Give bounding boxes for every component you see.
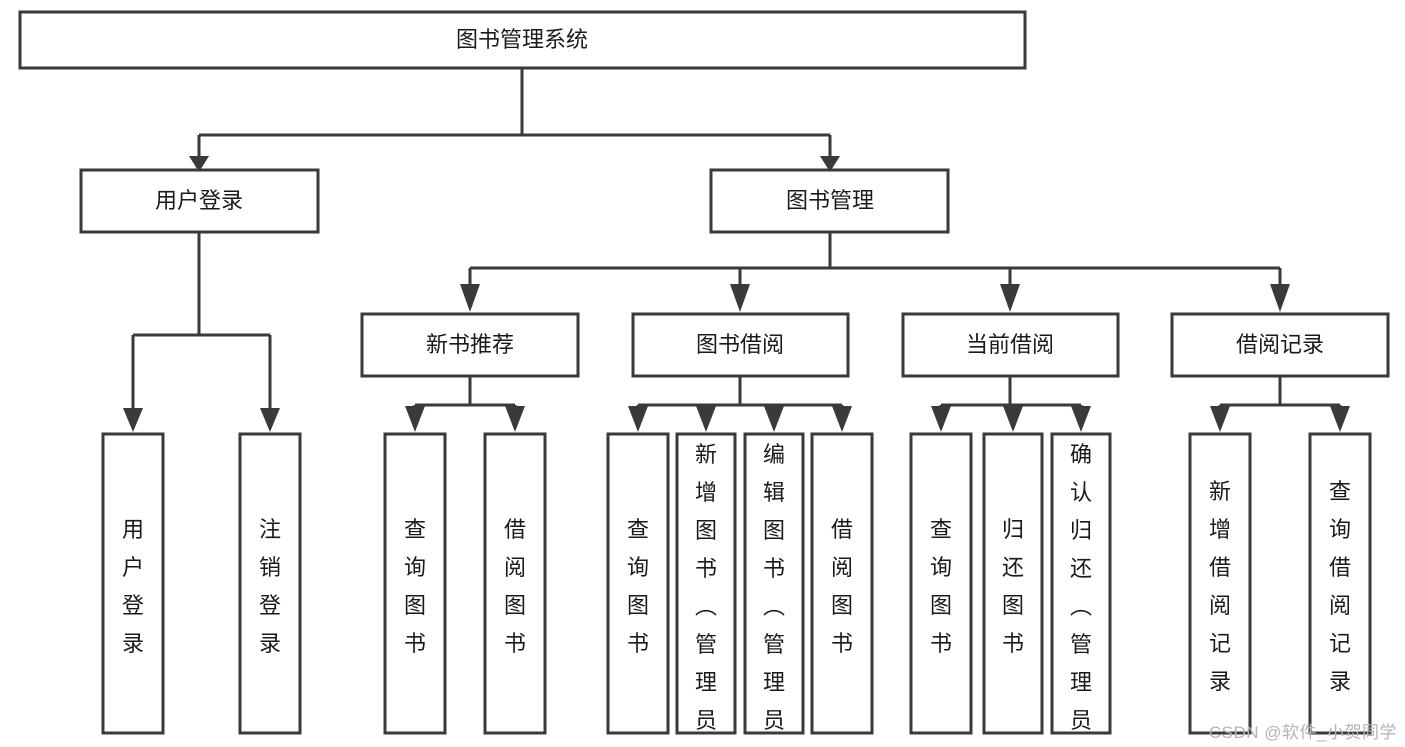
leaf-node-layer: 用户登录 注销登录 查询图书 借阅图书 查询图书 新增图书︵管理员︶ 编辑图书︵管理员︶ 借阅…	[101, 432, 1372, 747]
leaf-node-box[interactable]	[909, 432, 973, 735]
node-current-borrow-box[interactable]	[901, 312, 1120, 378]
leaf-node[interactable]: 新增图书︵管理员︶	[675, 432, 737, 747]
node-current-borrow-label: 当前借阅	[966, 332, 1054, 357]
node-current-borrow[interactable]: 当前借阅	[901, 312, 1120, 378]
node-book-management-label: 图书管理	[786, 188, 874, 213]
connector-book-mgmt-bus	[468, 232, 1282, 290]
leaf-node[interactable]: 查询图书	[606, 432, 670, 735]
leaf-node-label: 查询图书	[627, 517, 649, 656]
leaf-node-box[interactable]	[1308, 432, 1372, 735]
leaf-node-label: 新增借阅记录	[1209, 479, 1231, 694]
leaf-node[interactable]: 查询借阅记录	[1308, 432, 1372, 735]
leaf-node[interactable]: 确认归还︵管理员︶	[1050, 432, 1112, 747]
node-borrow-record-label: 借阅记录	[1236, 332, 1324, 357]
node-user-login-label: 用户登录	[155, 188, 243, 213]
arrow-root-to-user-login	[189, 156, 209, 172]
connector-layer	[123, 68, 1350, 432]
node-user-login[interactable]: 用户登录	[79, 168, 320, 234]
connector-user-login-bus	[131, 232, 272, 414]
arrow-bookmgmt-to-borrow	[730, 284, 750, 312]
node-book-borrow-box[interactable]	[631, 312, 850, 378]
arrow-current-to-leaf-1	[931, 406, 951, 432]
leaf-node-box[interactable]	[606, 432, 670, 735]
leaf-node-label: 归还图书	[1002, 517, 1024, 656]
leaf-node-box[interactable]	[675, 432, 737, 735]
arrow-bookmgmt-to-new-book	[460, 284, 480, 312]
leaf-node-box[interactable]	[982, 432, 1044, 735]
leaf-node[interactable]: 借阅图书	[483, 432, 547, 735]
connector-record-bus	[1218, 376, 1342, 414]
leaf-node-label: 注销登录	[259, 517, 281, 656]
node-book-borrow[interactable]: 图书借阅	[631, 312, 850, 378]
node-new-book-recommend[interactable]: 新书推荐	[360, 312, 580, 378]
leaf-node-box[interactable]	[101, 432, 165, 735]
arrow-borrow-to-leaf-2	[696, 406, 716, 432]
leaf-node[interactable]: 查询图书	[383, 432, 447, 735]
node-borrow-record-box[interactable]	[1170, 312, 1390, 378]
leaf-node-label: 确认归还︵管理员︶	[1070, 442, 1092, 747]
leaf-node-box[interactable]	[238, 432, 302, 735]
arrow-borrow-to-leaf-4	[832, 406, 852, 432]
arrow-userlogin-to-leaf-2	[260, 408, 280, 432]
leaf-node-label: 查询借阅记录	[1329, 479, 1351, 694]
arrow-userlogin-to-leaf-1	[123, 408, 143, 432]
node-book-borrow-label: 图书借阅	[696, 332, 784, 357]
node-book-management-box[interactable]	[709, 168, 950, 234]
connector-new-book-bus	[413, 376, 517, 414]
arrow-record-to-leaf-2	[1330, 406, 1350, 432]
arrow-borrow-to-leaf-1	[628, 406, 648, 432]
arrow-bookmgmt-to-current	[1000, 284, 1020, 312]
leaf-node-box[interactable]	[743, 432, 805, 735]
leaf-node[interactable]: 注销登录	[238, 432, 302, 735]
leaf-node[interactable]: 用户登录	[101, 432, 165, 735]
arrow-bookmgmt-to-record	[1270, 284, 1290, 312]
leaf-node[interactable]: 查询图书	[909, 432, 973, 735]
arrow-root-to-book-mgmt	[820, 156, 840, 172]
leaf-node-box[interactable]	[1050, 432, 1112, 735]
arrow-newbook-to-leaf-2	[505, 406, 525, 432]
leaf-node-box[interactable]	[1188, 432, 1252, 735]
node-root[interactable]: 图书管理系统	[18, 10, 1027, 70]
leaf-node-box[interactable]	[483, 432, 547, 735]
node-root-box[interactable]	[18, 10, 1027, 70]
arrow-newbook-to-leaf-1	[405, 406, 425, 432]
node-root-label: 图书管理系统	[456, 27, 588, 52]
leaf-node-label: 查询图书	[930, 517, 952, 656]
csdn-watermark: CSDN @软件_小贺同学	[1208, 723, 1397, 742]
node-borrow-record[interactable]: 借阅记录	[1170, 312, 1390, 378]
leaf-node-label: 借阅图书	[831, 517, 853, 656]
connector-root-bus	[197, 68, 832, 160]
arrow-current-to-leaf-3	[1071, 406, 1091, 432]
node-new-book-recommend-label: 新书推荐	[426, 332, 514, 357]
leaf-node[interactable]: 借阅图书	[810, 432, 874, 735]
connector-borrow-bus	[636, 376, 844, 414]
arrow-current-to-leaf-2	[1003, 406, 1023, 432]
leaf-node-label: 编辑图书︵管理员︶	[763, 442, 785, 747]
leaf-node-box[interactable]	[810, 432, 874, 735]
leaf-node-label: 查询图书	[404, 517, 426, 656]
leaf-node[interactable]: 新增借阅记录	[1188, 432, 1252, 735]
leaf-node-label: 用户登录	[122, 517, 144, 656]
leaf-node[interactable]: 归还图书	[982, 432, 1044, 735]
arrow-borrow-to-leaf-3	[764, 406, 784, 432]
leaf-node-label: 借阅图书	[504, 517, 526, 656]
leaf-node[interactable]: 编辑图书︵管理员︶	[743, 432, 805, 747]
leaf-node-label: 新增图书︵管理员︶	[695, 442, 717, 747]
node-user-login-box[interactable]	[79, 168, 320, 234]
leaf-node-box[interactable]	[383, 432, 447, 735]
arrow-record-to-leaf-1	[1210, 406, 1230, 432]
node-book-management[interactable]: 图书管理	[709, 168, 950, 234]
node-new-book-recommend-box[interactable]	[360, 312, 580, 378]
